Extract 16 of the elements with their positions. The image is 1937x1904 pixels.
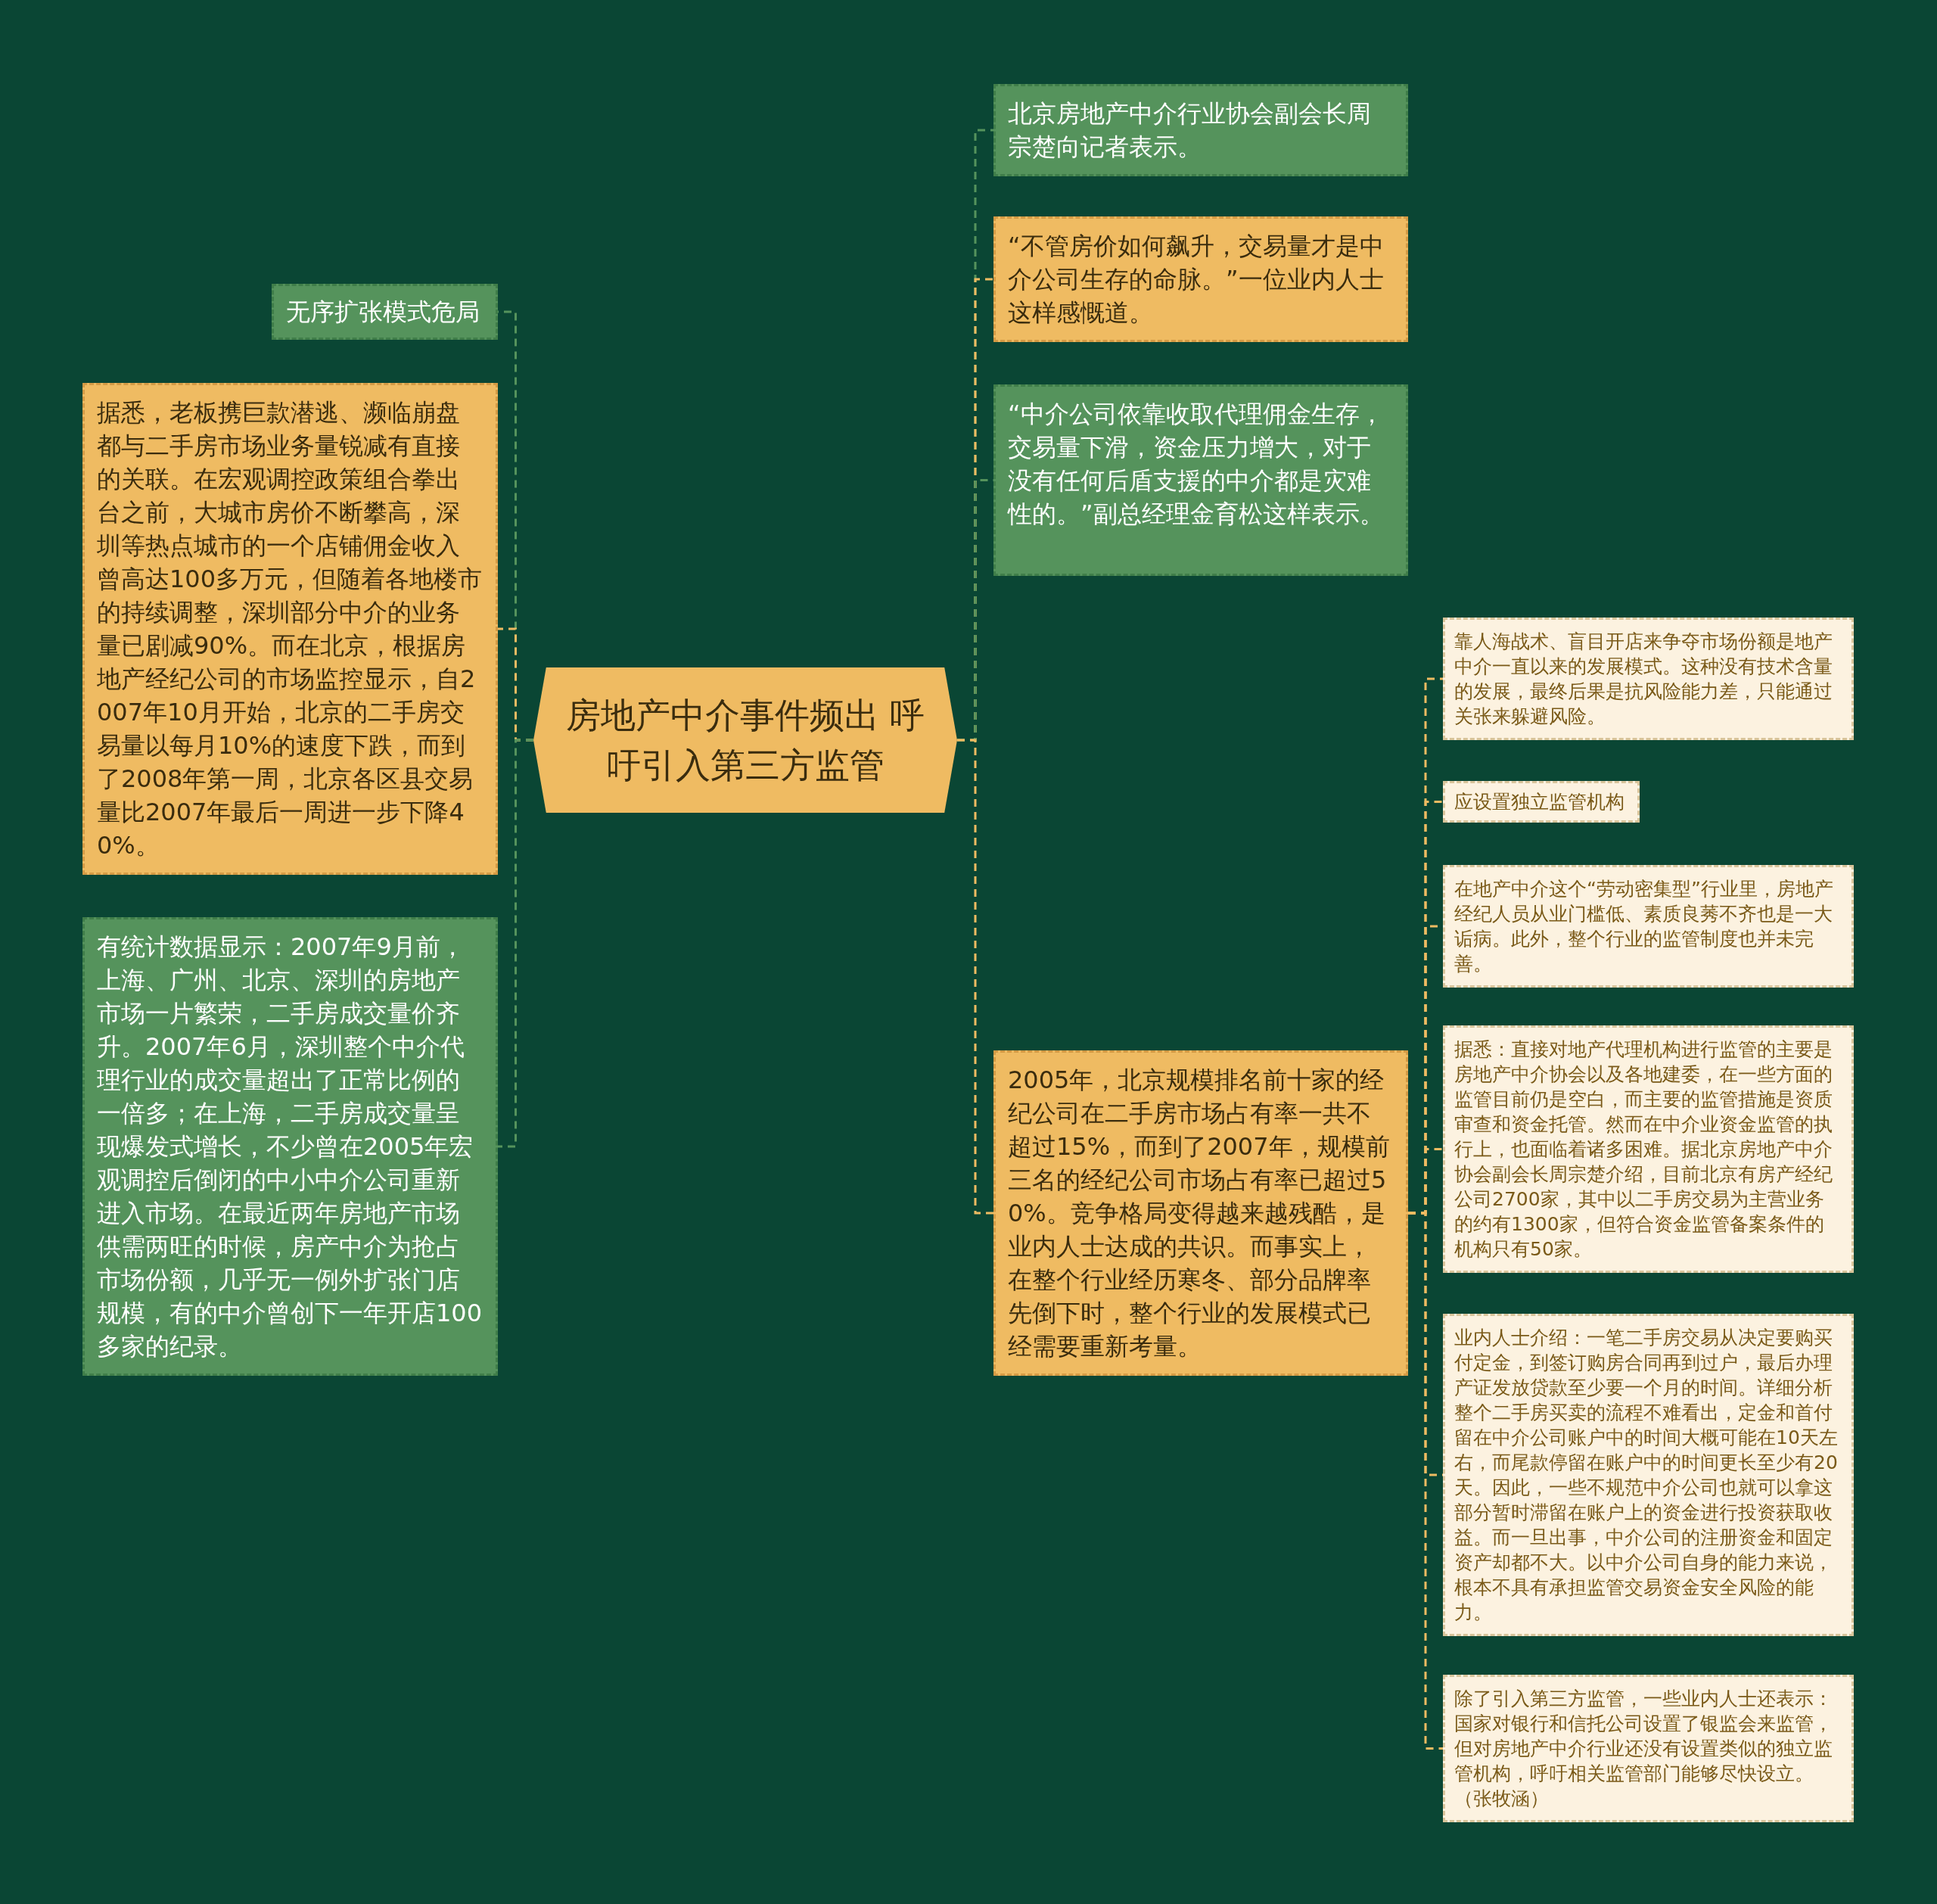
text-box: 2005年，北京规模排名前十家的经纪公司在二手房市场占有率一共不超过15%，而到了2007年，规模前三名的经纪公司市场占有率已超过50%。竞争格局变得越来越残酷，是业内人士达成的共识。而事实上，在整个行业经历寒冬、部分品牌率先倒下时，整个行业的发展模式已经需要重新考量。 [993, 1050, 1408, 1376]
connector-line [957, 739, 993, 1215]
text-box: 北京房地产中介行业协会副会长周宗楚向记者表示。 [993, 84, 1408, 176]
text-box: 据悉，老板携巨款潜逃、濒临崩盘都与二手房市场业务量锐减有直接的关联。在宏观调控政策组合拳出台之前，大城市房价不断攀高，深圳等热点城市的一个店铺佣金收入曾高达100多万元，但随着各地楼市的持续调整，深圳部分中介的业务量已剧减90%。而在北京，根据房地产经纪公司的市场监控显示，自2007年10月开始，北京的二手房交易量以每月10%的速度下跌，而到了2008年第一周，北京各区县交易量比2007年最后一周进一步下降40%。 [82, 383, 498, 875]
note-box: 在地产中介这个“劳动密集型”行业里，房地产经纪人员从业门槛低、素质良莠不齐也是一大诟病。此外，整个行业的监管制度也并未完善。 [1443, 865, 1854, 988]
note-box: 靠人海战术、盲目开店来争夺市场份额是地产中介一直以来的发展模式。这种没有技术含量的发展，最终后果是抗风险能力差，只能通过关张来躲避风险。 [1443, 618, 1854, 740]
central-topic: 房地产中介事件频出 呼吁引入第三方监管 [533, 667, 957, 813]
text-box: 有统计数据显示：2007年9月前，上海、广州、北京、深圳的房地产市场一片繁荣，二手房成交量价齐升。2007年6月，深圳整个中介代理行业的成交量超出了正常比例的一倍多；在上海，二手房成交量呈现爆发式增长，不少曾在2005年宏观调控后倒闭的中小中介公司重新进入市场。在最近两年房地产市场供需两旺的时候，房产中介为抢占市场份额，几乎无一例外扩张门店规模，有的中介曾创下一年开店100多家的纪录。 [82, 917, 498, 1376]
note-box: 据悉：直接对地产代理机构进行监管的主要是房地产中介协会以及各地建委，在一些方面的监管目前仍是空白，而主要的监管措施是资质审查和资金托管。然而在中介业资金监管的执行上，也面临着诸多困难。据北京房地产中介协会副会长周宗楚介绍，目前北京有房产经纪公司2700家，其中以二手房交易为主营业务的约有1300家，但符合资金监管备案条件的机构只有50家。 [1443, 1025, 1854, 1273]
note-box: 业内人士介绍：一笔二手房交易从决定要购买付定金，到签订购房合同再到过户，最后办理产证发放贷款至少要一个月的时间。详细分析整个二手房买卖的流程不难看出，定金和首付留在中介公司账户中的时间大概可能在10天左右，而尾款停留在账户中的时间更长至少有20天。因此，一些不规范中介公司也就可以拿这部分暂时滞留在账户上的资金进行投资获取收益。而一旦出事，中介公司的注册资金和固定资产却都不大。以中介公司自身的能力来说，根本不具有承担监管交易资金安全风险的能力。 [1443, 1314, 1854, 1636]
text-box: “中介公司依靠收取代理佣金生存，交易量下滑，资金压力增大，对于没有任何后盾支援的中介都是灾难性的。”副总经理金育松这样表示。 [993, 384, 1408, 576]
topic-box: 应设置独立监管机构 [1443, 781, 1640, 823]
topic-box: 无序扩张模式危局 [272, 284, 498, 340]
text-box: “不管房价如何飙升，交易量才是中介公司生存的命脉。”一位业内人士这样感慨道。 [993, 216, 1408, 342]
note-box: 除了引入第三方监管，一些业内人士还表示：国家对银行和信托公司设置了银监会来监管，但对房地产中介行业还没有设置类似的独立监管机构，呼吁相关监管部门能够尽快设立。（张牧涵） [1443, 1675, 1854, 1822]
connector-line [498, 739, 533, 1148]
